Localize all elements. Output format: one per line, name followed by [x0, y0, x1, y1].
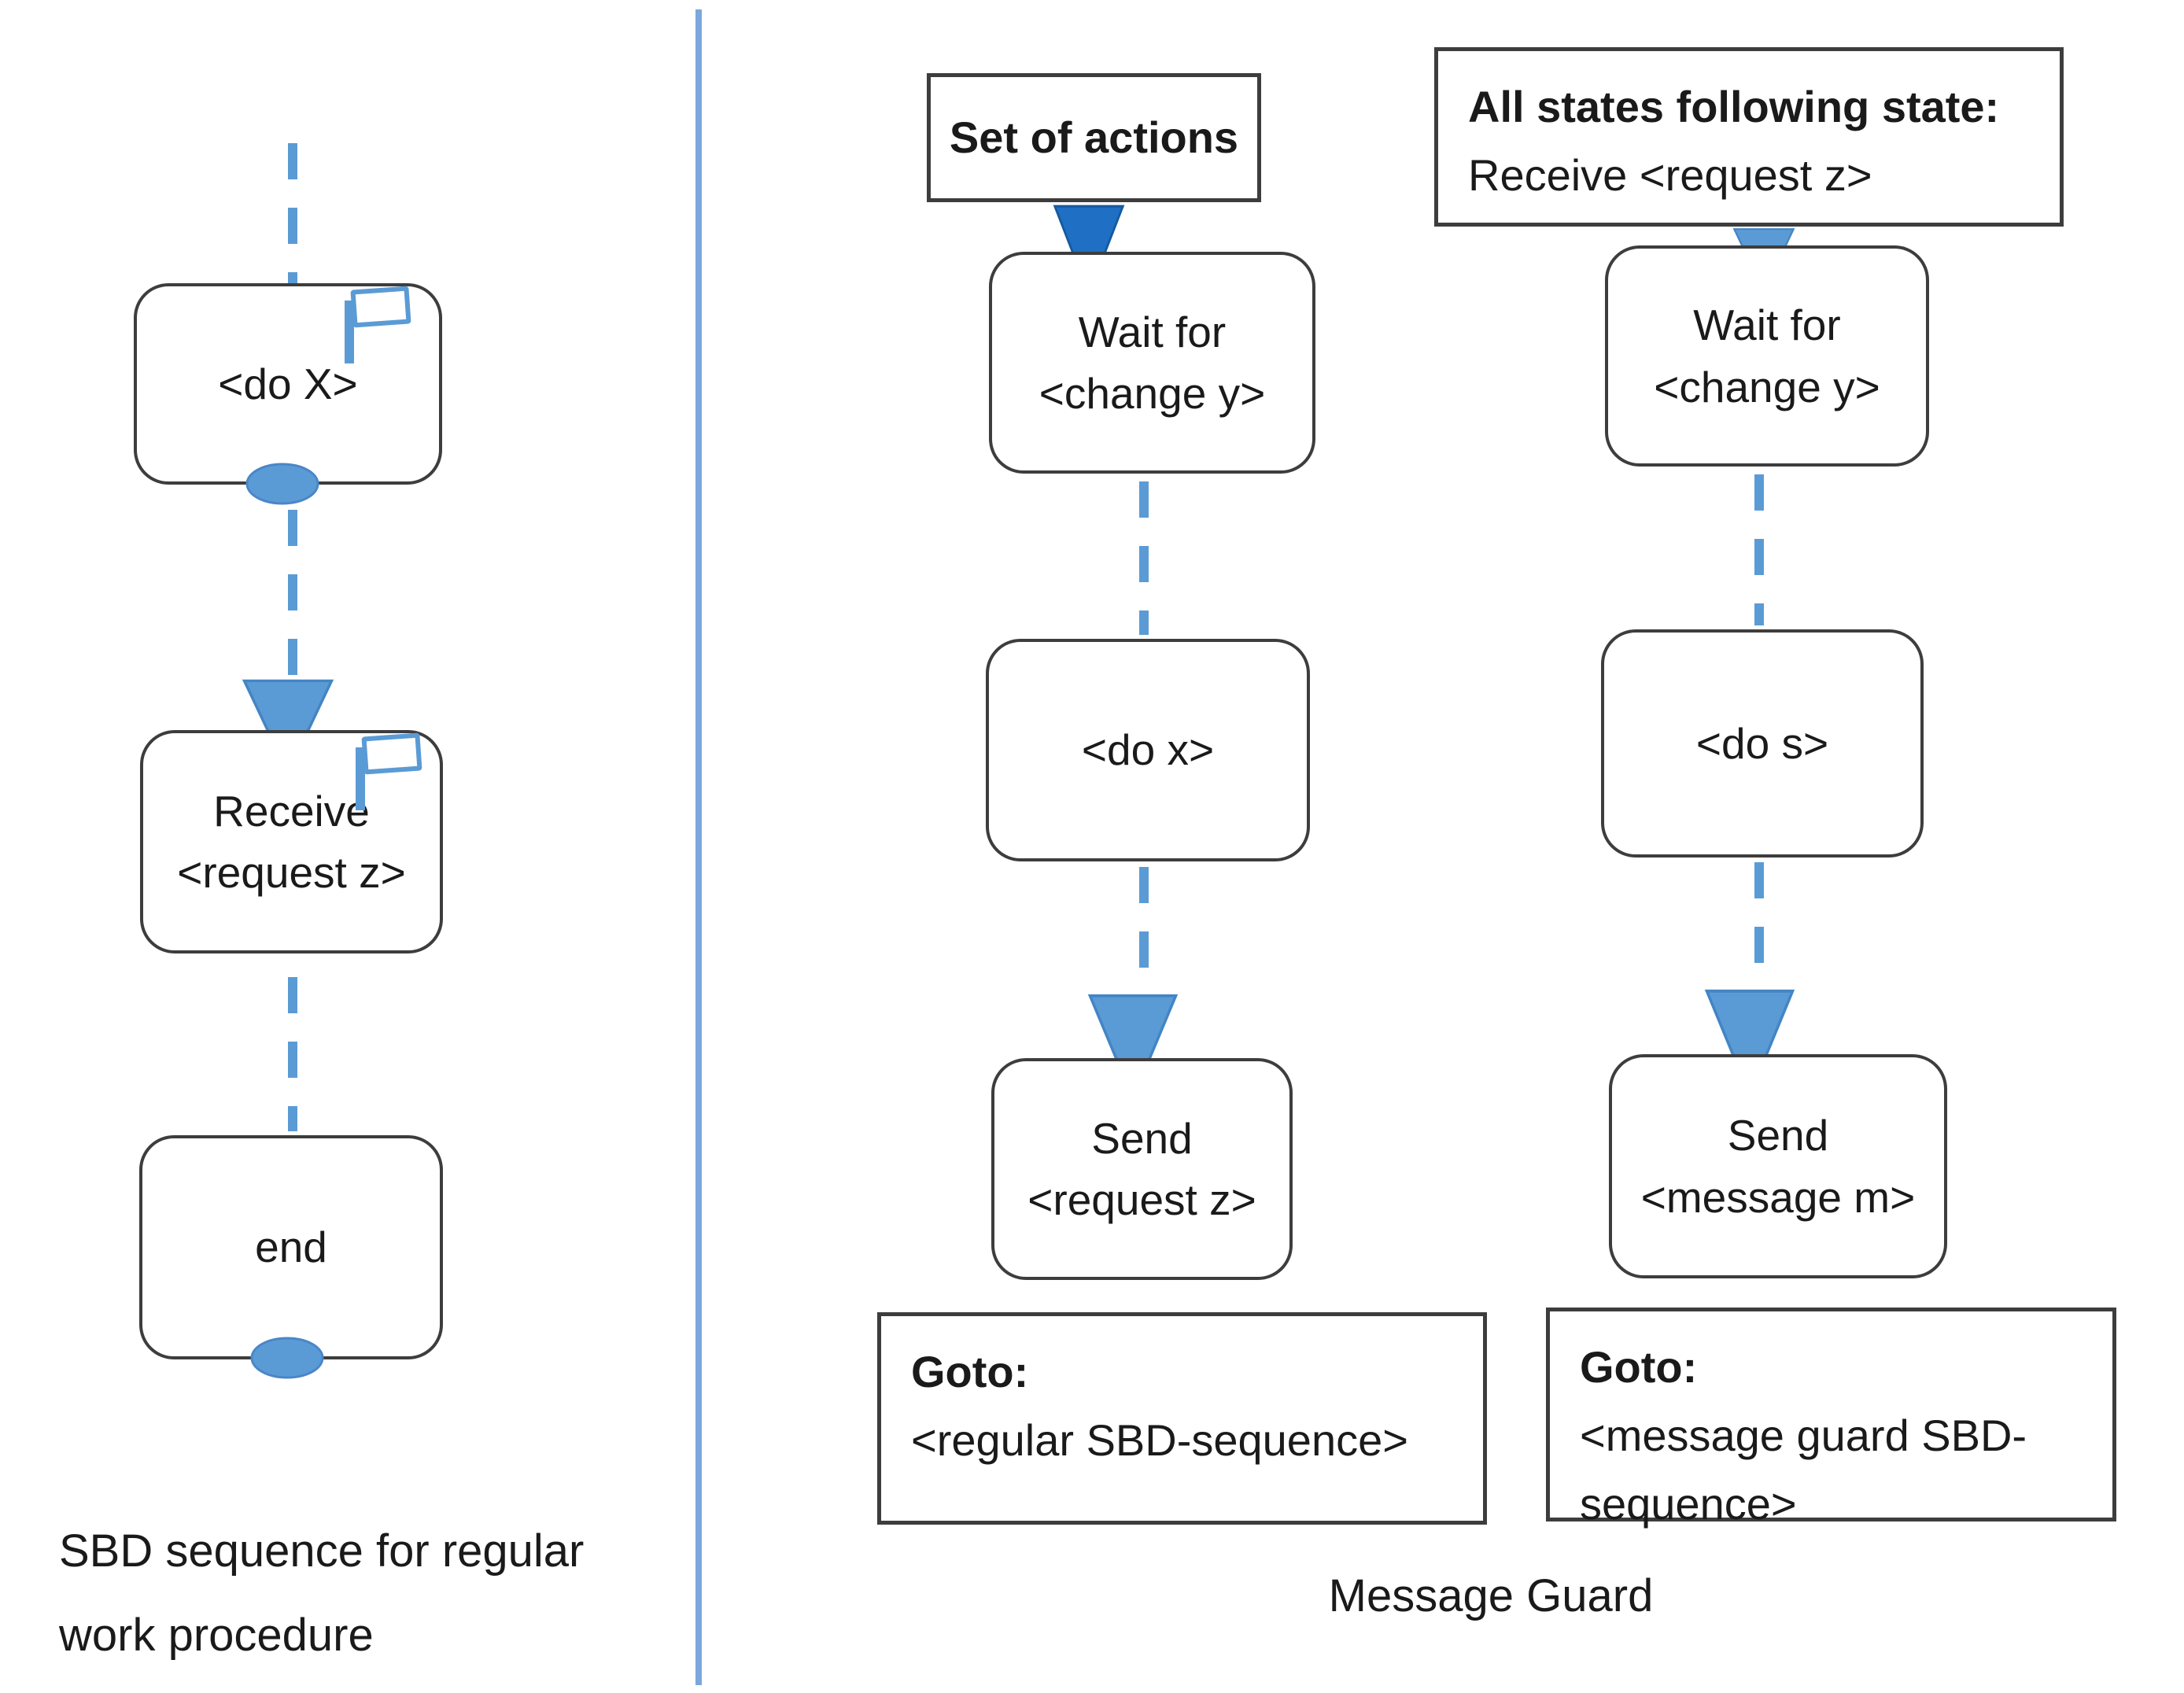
label-goto-message-guard: Goto: <message guard SBD-sequence> [1546, 1308, 2116, 1529]
right-panel-caption: Message Guard [1216, 1554, 1766, 1638]
state-node-label: end [255, 1223, 327, 1272]
state-node-send-request-z: Send <request z> [991, 1058, 1293, 1280]
caption-line: Message Guard [1328, 1570, 1654, 1621]
state-node-label: Wait for [1078, 307, 1227, 356]
left-panel-caption: SBD sequence for regular work procedure [59, 1509, 704, 1678]
label-text: All states following state: [1468, 82, 2000, 131]
state-node-label: Send [1091, 1113, 1193, 1163]
goto-target: <regular SBD-sequence> [911, 1415, 1408, 1465]
section-divider-line [695, 9, 702, 1685]
flag-icon [356, 732, 434, 813]
state-node-wait-change-y-1: Wait for <change y> [989, 252, 1315, 474]
dashed-connector [1754, 862, 1764, 988]
flag-cloth-icon [361, 732, 422, 775]
goto-title: Goto: [911, 1347, 1029, 1396]
dashed-connector [288, 510, 297, 677]
state-node-do-x-small: <do x> [986, 639, 1310, 861]
state-node-send-message-m: Send <message m> [1609, 1054, 1947, 1278]
label-goto-regular: Goto: <regular SBD-sequence> [877, 1312, 1487, 1525]
dashed-connector [1139, 481, 1149, 635]
dashed-connector [1754, 474, 1764, 625]
state-node-label: <request z> [177, 848, 406, 897]
state-node-label: <change y> [1654, 362, 1880, 411]
state-node-label: Send [1727, 1111, 1829, 1160]
state-node-wait-change-y-2: Wait for <change y> [1605, 245, 1929, 467]
state-node-label: <change y> [1039, 369, 1266, 418]
arrowhead-down-dark-icon [1053, 205, 1125, 297]
label-all-states-following: All states following state: Receive <req… [1434, 47, 2064, 227]
state-node-do-s: <do s> [1601, 629, 1924, 858]
exit-point-ellipse [245, 463, 319, 505]
dashed-connector [1139, 867, 1149, 993]
state-node-label: Wait for [1693, 301, 1841, 350]
state-node-label: <message m> [1640, 1172, 1916, 1222]
caption-line: work procedure [59, 1610, 374, 1662]
goto-title: Goto: [1580, 1342, 1698, 1392]
arrowhead-down-icon [1087, 994, 1179, 1101]
state-node-label: <do s> [1695, 718, 1829, 768]
state-node-label: <do X> [218, 359, 358, 408]
state-node-label: <request z> [1027, 1175, 1256, 1224]
flag-cloth-icon [350, 286, 411, 328]
dashed-connector [288, 143, 297, 285]
label-text: Set of actions [949, 112, 1239, 162]
goto-target: <message guard SBD-sequence> [1580, 1410, 2027, 1529]
label-text: Receive <request z> [1468, 149, 1872, 200]
label-set-of-actions: Set of actions [927, 73, 1261, 202]
state-node-label: Receive [213, 786, 370, 835]
arrowhead-down-icon [242, 679, 334, 776]
arrowhead-down-icon [1704, 989, 1795, 1098]
dashed-connector [288, 977, 297, 1131]
exit-point-ellipse [250, 1337, 324, 1379]
flag-icon [345, 286, 423, 367]
state-node-label: <do x> [1081, 725, 1215, 775]
state-node-end: end [139, 1135, 443, 1359]
caption-line: SBD sequence for regular [59, 1525, 585, 1577]
